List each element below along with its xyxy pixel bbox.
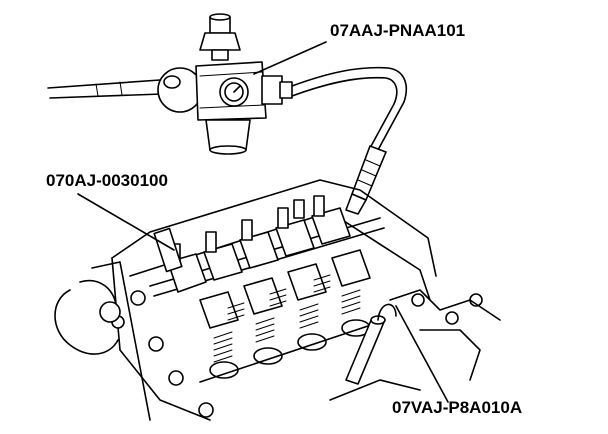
stopper-tool-label: 07VAJ-P8A010A <box>392 398 522 417</box>
adapter-tool <box>153 227 183 273</box>
camshaft <box>199 319 381 383</box>
adapter-tool-label: 070AJ-0030100 <box>46 171 168 190</box>
gauge-tool-label: 07AAJ-PNAA101 <box>330 21 465 40</box>
cam-pulley <box>54 261 151 421</box>
valve-springs <box>213 274 361 363</box>
leader-lines <box>77 41 449 403</box>
test-hose <box>291 66 408 215</box>
air-hose-left <box>47 79 163 99</box>
cylinder-head <box>54 179 501 421</box>
valve-stopper-tool <box>345 303 397 385</box>
rocker-arms <box>167 207 371 329</box>
rear-bracket <box>329 289 501 401</box>
leak-down-tester <box>157 13 293 155</box>
